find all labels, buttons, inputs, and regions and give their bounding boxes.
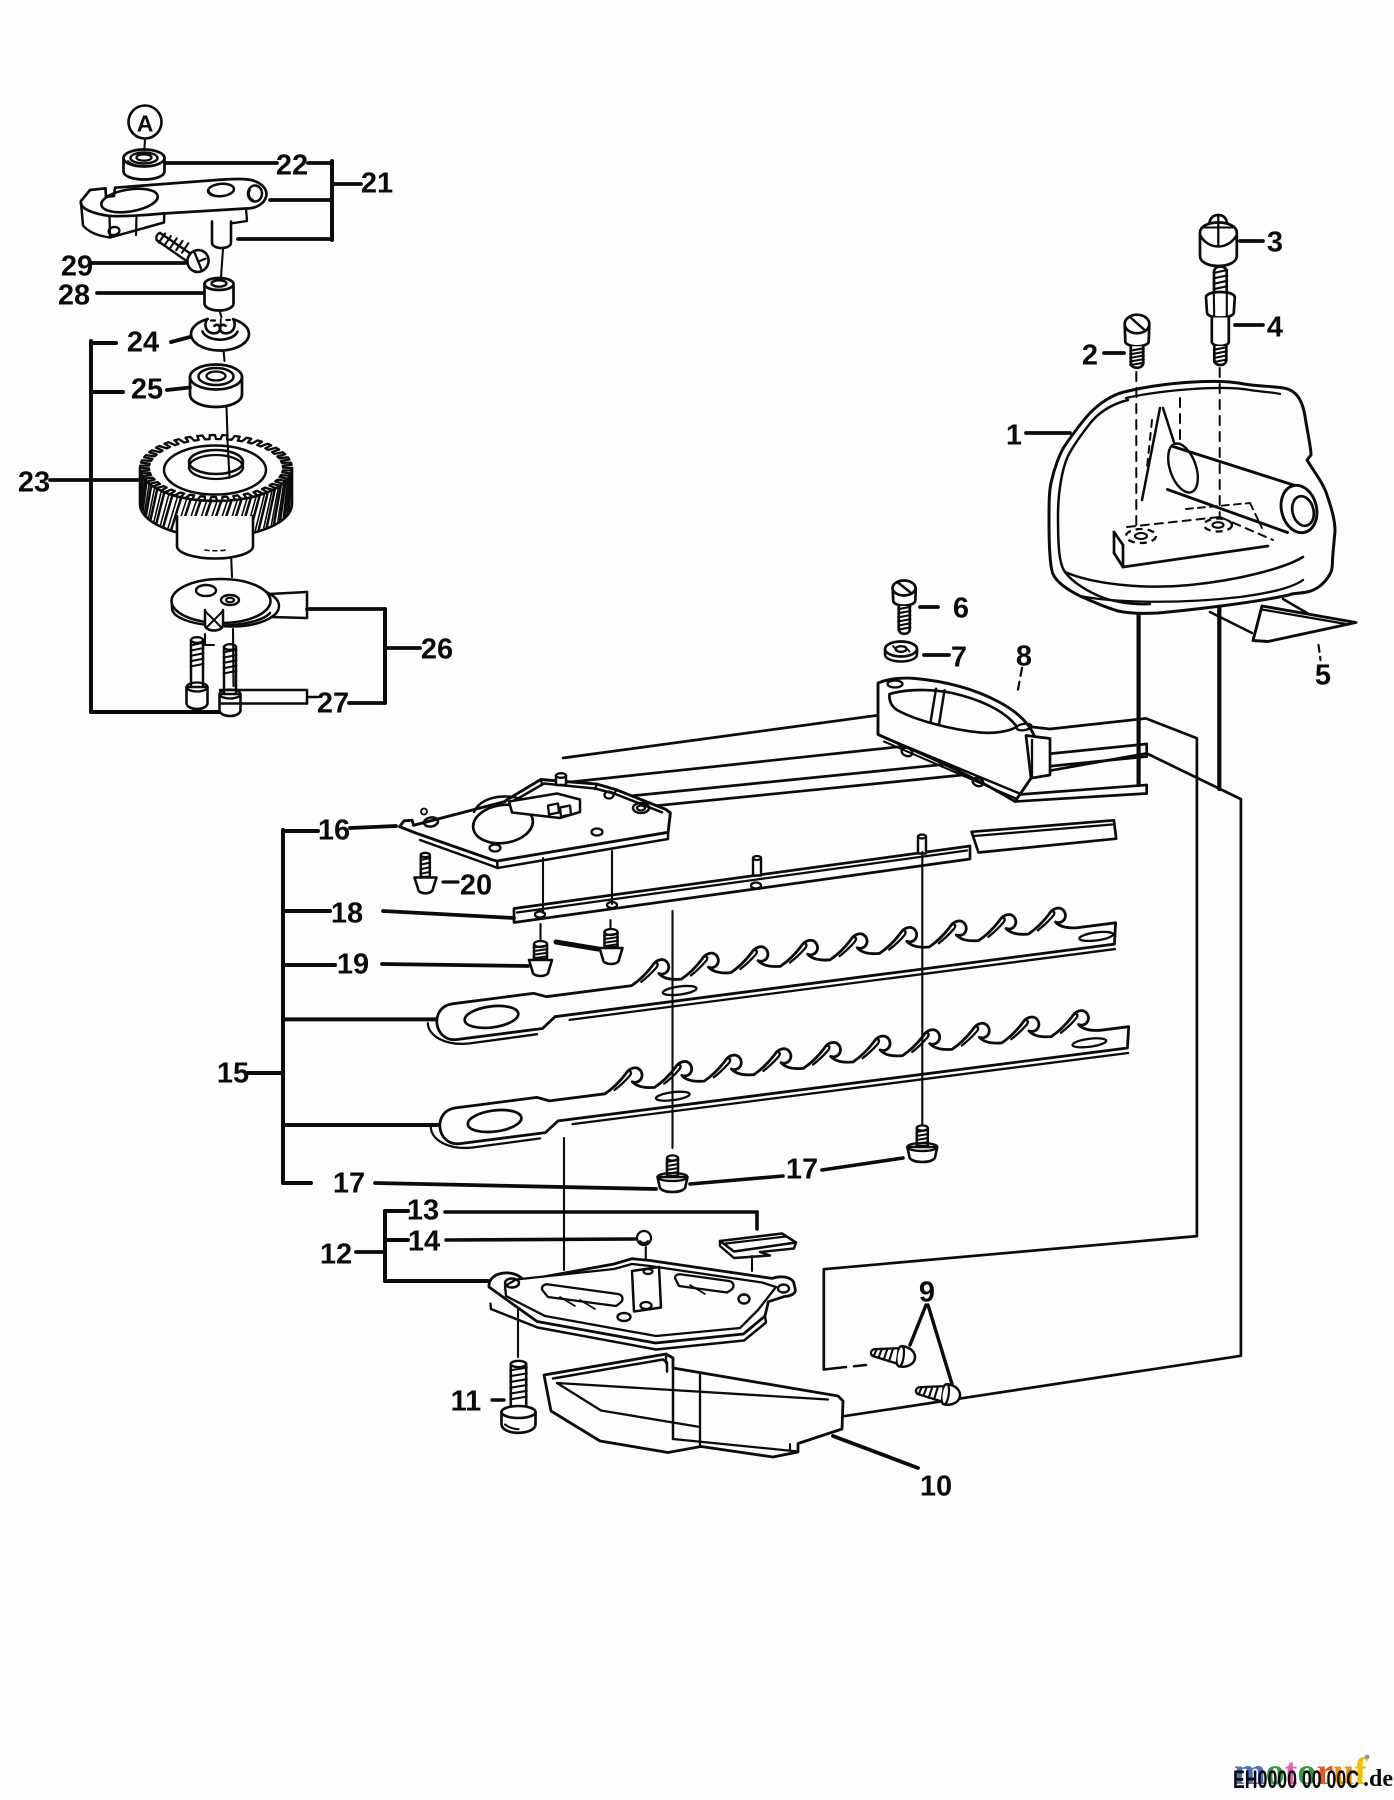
svg-text:24: 24 — [127, 326, 159, 358]
svg-text:13: 13 — [407, 1194, 439, 1226]
svg-text:12: 12 — [320, 1238, 352, 1270]
svg-text:23: 23 — [18, 466, 50, 498]
svg-text:3: 3 — [1267, 226, 1283, 258]
svg-text:1: 1 — [1006, 419, 1022, 451]
svg-text:9: 9 — [919, 1276, 935, 1308]
svg-text:21: 21 — [361, 167, 393, 199]
svg-text:.de: .de — [1363, 1766, 1393, 1792]
svg-text:5: 5 — [1315, 659, 1331, 691]
svg-text:11: 11 — [451, 1385, 482, 1417]
svg-text:A: A — [137, 110, 154, 136]
svg-text:18: 18 — [331, 897, 363, 929]
svg-text:28: 28 — [58, 279, 90, 311]
svg-text:4: 4 — [1267, 311, 1283, 343]
svg-text:6: 6 — [953, 592, 969, 624]
svg-text:2: 2 — [1082, 339, 1098, 371]
svg-text:26: 26 — [421, 633, 453, 665]
svg-text:8: 8 — [1016, 640, 1032, 672]
svg-text:EH0000 00 00C: EH0000 00 00C — [1233, 1766, 1359, 1794]
svg-text:15: 15 — [217, 1057, 249, 1089]
svg-text:10: 10 — [920, 1470, 952, 1502]
svg-text:7: 7 — [951, 641, 967, 673]
svg-text:20: 20 — [460, 869, 492, 901]
svg-text:22: 22 — [276, 149, 308, 181]
svg-text:27: 27 — [317, 687, 349, 719]
svg-text:14: 14 — [408, 1225, 440, 1257]
svg-text:motoruf: motoruf — [1234, 1751, 1368, 1793]
svg-text:16: 16 — [318, 814, 350, 846]
svg-text:17: 17 — [786, 1153, 818, 1185]
svg-text:25: 25 — [131, 373, 163, 405]
svg-text:17: 17 — [333, 1167, 365, 1199]
svg-text:29: 29 — [61, 250, 93, 282]
svg-text:19: 19 — [337, 948, 369, 980]
